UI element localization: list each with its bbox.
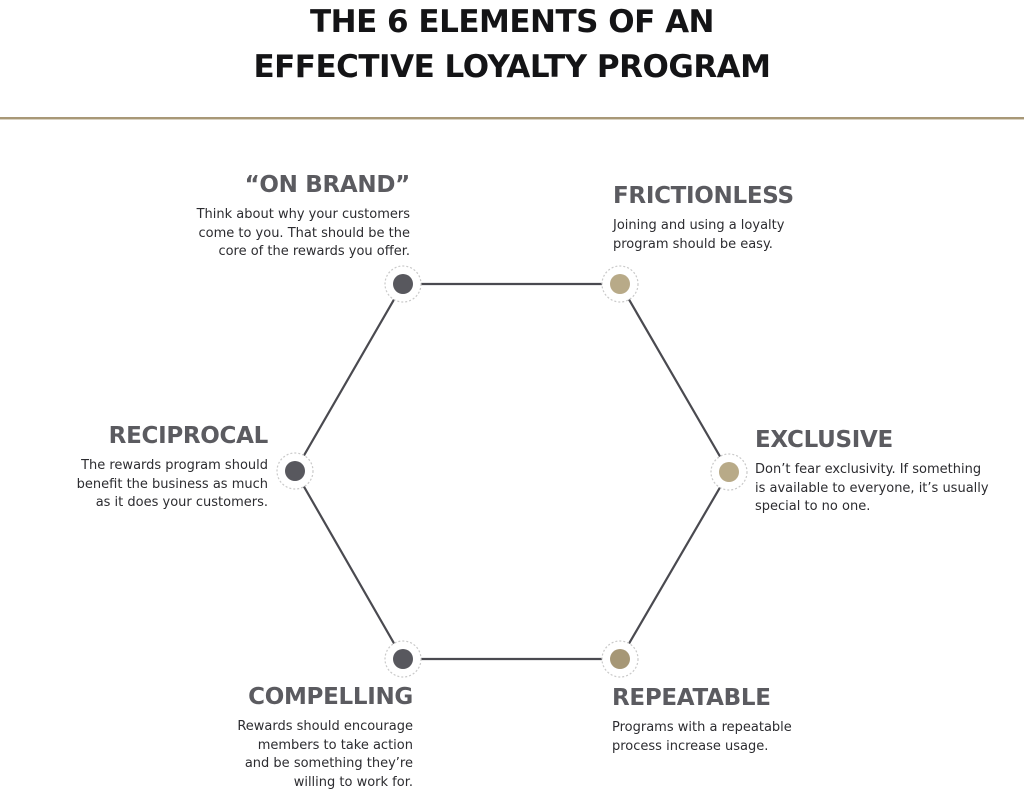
description-line: is available to everyone, it’s usually	[755, 480, 989, 496]
description-line: Programs with a repeatable	[612, 720, 792, 735]
element-repeatable: REPEATABLE Programs with a repeatable pr…	[612, 683, 792, 756]
element-on-brand: “ON BRAND” Think about why your customer…	[197, 170, 411, 262]
description-line: core of the rewards you offer.	[218, 244, 410, 259]
node-repeatable	[601, 640, 639, 678]
title-line-2: EFFECTIVE LOYALTY PROGRAM	[253, 49, 771, 85]
page-title: THE 6 ELEMENTS OF AN EFFECTIVE LOYALTY P…	[0, 0, 1024, 90]
node-frictionless-dot	[610, 274, 630, 294]
description-line: willing to work for.	[293, 774, 413, 790]
node-exclusive-dot	[719, 462, 739, 482]
element-heading: REPEATABLE	[612, 685, 771, 711]
title-divider	[0, 117, 1024, 119]
element-description: Rewards should encourage members to take…	[237, 718, 413, 792]
node-compelling	[384, 640, 422, 678]
element-description: Joining and using a loyalty program shou…	[613, 217, 794, 254]
description-line: benefit the business as much	[76, 476, 268, 492]
node-on-brand-dot	[393, 274, 413, 294]
description-line: as it does your customers.	[95, 495, 268, 510]
node-repeatable-dot	[610, 649, 630, 669]
node-compelling-dot	[393, 649, 413, 669]
node-reciprocal-dot	[285, 461, 305, 481]
element-description: Think about why your customers come to y…	[197, 206, 410, 262]
description-line: Joining and using a loyalty	[613, 218, 785, 233]
element-heading: COMPELLING	[248, 684, 413, 710]
element-compelling: COMPELLING Rewards should encourage memb…	[237, 682, 413, 792]
description-line: members to take action	[257, 737, 413, 753]
element-exclusive: EXCLUSIVE Don’t fear exclusivity. If som…	[755, 425, 989, 517]
description-line: special to no one.	[755, 499, 871, 514]
element-heading: RECIPROCAL	[108, 423, 269, 449]
element-description: Programs with a repeatable process incre…	[612, 719, 792, 756]
title-line-1: THE 6 ELEMENTS OF AN	[309, 4, 715, 40]
description-line: The rewards program should	[81, 458, 268, 473]
description-line: Don’t fear exclusivity. If something	[755, 462, 982, 477]
element-heading: FRICTIONLESS	[613, 183, 794, 209]
element-heading: EXCLUSIVE	[755, 427, 893, 453]
node-reciprocal	[276, 452, 314, 490]
description-line: Rewards should encourage	[237, 719, 413, 734]
element-reciprocal: RECIPROCAL The rewards program should be…	[77, 421, 269, 513]
element-description: The rewards program should benefit the b…	[77, 457, 268, 513]
title-divider-shadow	[0, 119, 1024, 120]
node-on-brand	[384, 265, 422, 303]
description-line: and be something they’re	[244, 756, 413, 771]
hexagon-outline	[293, 282, 731, 661]
element-heading: “ON BRAND”	[244, 172, 411, 198]
node-frictionless	[601, 265, 639, 303]
element-description: Don’t fear exclusivity. If something is …	[755, 461, 989, 517]
element-frictionless: FRICTIONLESS Joining and using a loyalty…	[613, 181, 794, 254]
node-exclusive	[710, 453, 748, 491]
description-line: Think about why your customers	[196, 207, 410, 222]
description-line: process increase usage.	[612, 738, 769, 754]
description-line: program should be easy.	[613, 236, 773, 252]
description-line: come to you. That should be the	[198, 225, 410, 241]
